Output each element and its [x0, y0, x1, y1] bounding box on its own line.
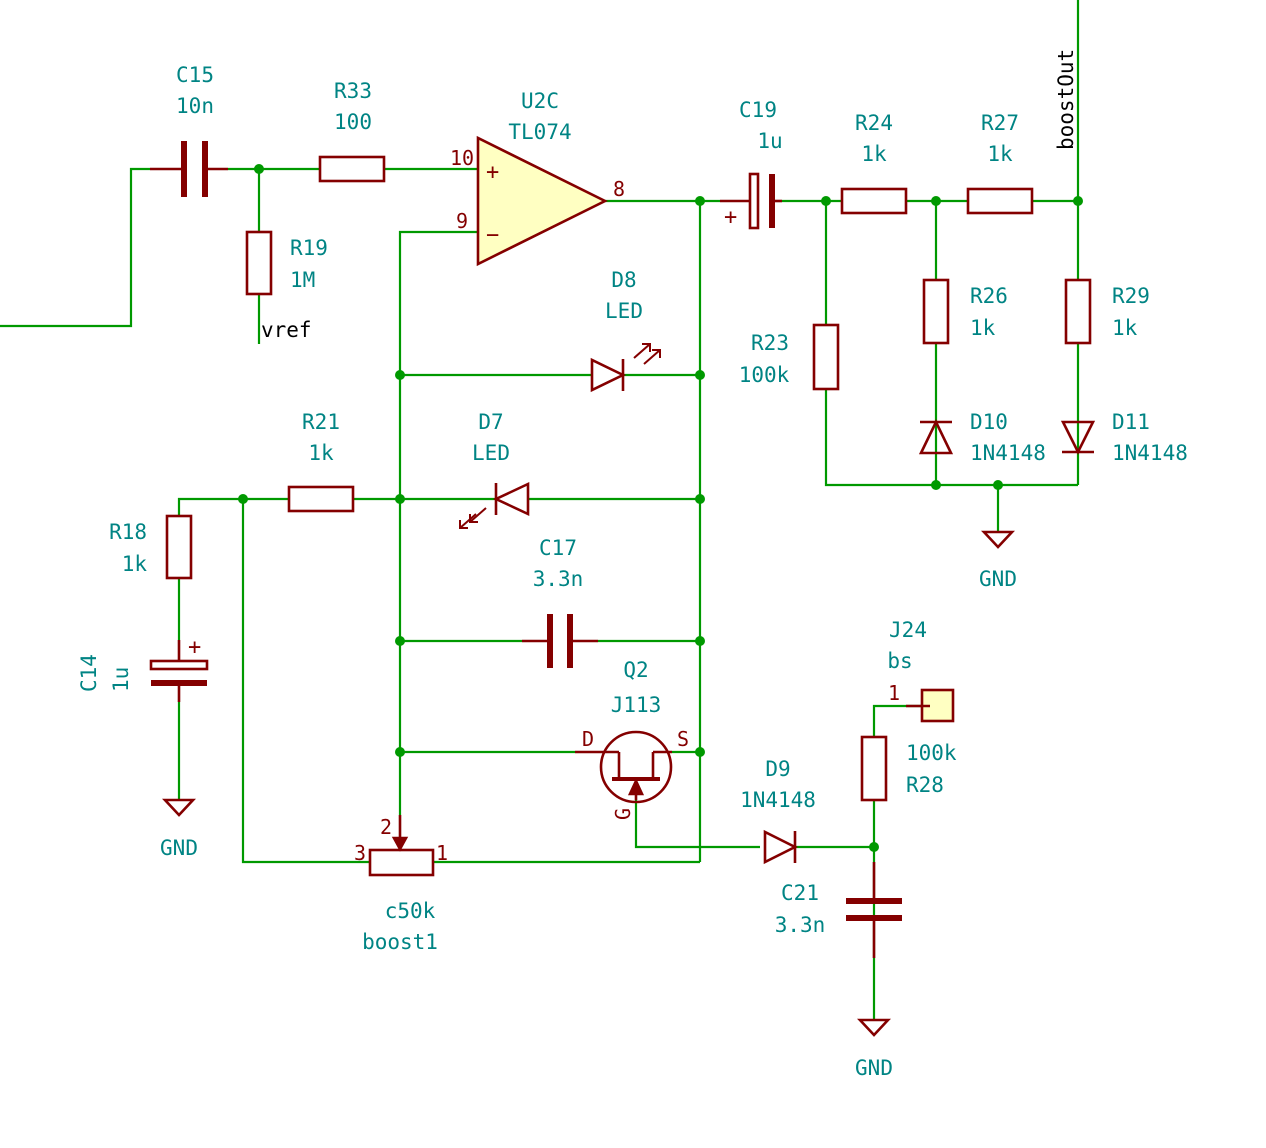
resistor-r18[interactable]: R18 1k	[109, 514, 193, 580]
diode-d10[interactable]: D10 1N4148	[918, 410, 1046, 465]
c14-ref: C14	[77, 654, 101, 692]
gnd-label-bottom: GND	[855, 1056, 893, 1080]
r33-value: 100	[334, 110, 372, 134]
net-label-boostout: boostOut	[1054, 49, 1078, 150]
boost1-value: c50k	[385, 899, 436, 923]
boost1-pin1: 1	[436, 841, 448, 865]
boost1-pin3: 3	[354, 841, 366, 865]
boost1-pin2: 2	[380, 815, 392, 839]
gnd-label-right: GND	[979, 567, 1017, 591]
resistor-r24[interactable]: R24 1k	[840, 111, 908, 215]
r21-ref: R21	[302, 410, 340, 434]
u2c-ref: U2C	[521, 89, 559, 113]
resistor-r21[interactable]: R21 1k	[287, 410, 355, 513]
r27-value: 1k	[987, 142, 1013, 166]
j24-pin-number: 1	[888, 681, 900, 705]
d10-ref: D10	[970, 410, 1008, 434]
c21-ref: C21	[781, 881, 819, 905]
r24-ref: R24	[855, 111, 893, 135]
d10-value: 1N4148	[970, 441, 1046, 465]
jfet-q2[interactable]: D S G Q2 J113	[575, 658, 689, 820]
resistor-r23[interactable]: R23 100k	[739, 323, 840, 391]
r29-ref: R29	[1112, 284, 1150, 308]
boost1-ref: boost1	[362, 930, 438, 954]
r21-value: 1k	[308, 441, 334, 465]
r23-value: 100k	[739, 363, 790, 387]
r28-ref: R28	[906, 773, 944, 797]
r26-value: 1k	[970, 316, 996, 340]
diode-d9[interactable]: D9 1N4148	[740, 757, 816, 865]
d8-ref: D8	[611, 268, 636, 292]
capacitor-c21[interactable]: C21 3.3n	[775, 862, 902, 958]
resistor-r27[interactable]: R27 1k	[966, 111, 1034, 215]
resistor-r19[interactable]: R19 1M	[245, 230, 328, 296]
capacitor-c14[interactable]: + C14 1u	[77, 635, 209, 702]
resistor-r28[interactable]: 100k R28	[860, 735, 957, 802]
led-d8[interactable]: D8 LED	[590, 268, 661, 393]
d8-value: LED	[605, 299, 643, 323]
net-label-vref: vref	[261, 318, 312, 342]
c14-plus-sign: +	[188, 635, 201, 660]
c17-value: 3.3n	[533, 567, 584, 591]
resistor-r29[interactable]: R29 1k	[1064, 278, 1150, 345]
c15-ref: C15	[176, 63, 214, 87]
gnd-symbol-right: GND	[979, 530, 1017, 591]
c21-value: 3.3n	[775, 913, 826, 937]
u2c-minus-sign: −	[486, 223, 499, 248]
c15-value: 10n	[176, 94, 214, 118]
c19-plus-sign: +	[724, 205, 737, 230]
d9-value: 1N4148	[740, 788, 816, 812]
opamp-u2c[interactable]: U2C TL074 10 9 8 + −	[450, 89, 625, 267]
c14-value: 1u	[109, 667, 133, 692]
u2c-pin-minus-number: 9	[456, 209, 468, 233]
q2-value: J113	[611, 693, 662, 717]
r24-value: 1k	[861, 142, 887, 166]
r28-value: 100k	[906, 741, 957, 765]
q2-ref: Q2	[623, 658, 648, 682]
u2c-pin-plus-number: 10	[450, 146, 474, 170]
r29-value: 1k	[1112, 316, 1138, 340]
r18-ref: R18	[109, 520, 147, 544]
r26-ref: R26	[970, 284, 1008, 308]
gnd-symbol-left: GND	[160, 798, 198, 860]
r33-ref: R33	[334, 79, 372, 103]
junctions	[238, 164, 1083, 852]
u2c-value: TL074	[508, 120, 571, 144]
r18-value: 1k	[122, 552, 148, 576]
q2-pin-d-label: D	[582, 727, 594, 751]
capacitor-c19[interactable]: + C19 1u	[720, 98, 783, 230]
c17-ref: C17	[539, 536, 577, 560]
q2-pin-s-label: S	[677, 727, 689, 751]
c19-value: 1u	[757, 129, 782, 153]
d11-ref: D11	[1112, 410, 1150, 434]
connector-j24[interactable]: 1 J24 bs	[887, 618, 955, 723]
u2c-plus-sign: +	[486, 160, 499, 185]
d9-ref: D9	[765, 757, 790, 781]
u2c-pin-out-number: 8	[613, 177, 625, 201]
d11-value: 1N4148	[1112, 441, 1188, 465]
resistor-r26[interactable]: R26 1k	[922, 278, 1008, 345]
j24-value: bs	[887, 649, 912, 673]
r27-ref: R27	[981, 111, 1019, 135]
gnd-symbol-bottom: GND	[855, 1018, 893, 1080]
d7-value: LED	[472, 441, 510, 465]
led-d7[interactable]: D7 LED	[459, 410, 530, 529]
potentiometer-boost1[interactable]: 3 1 2 c50k boost1	[354, 815, 448, 954]
gnd-label-left: GND	[160, 836, 198, 860]
r23-ref: R23	[751, 331, 789, 355]
q2-pin-g-label: G	[611, 808, 635, 820]
resistor-r33[interactable]: R33 100	[318, 79, 386, 183]
wires	[0, 0, 1080, 1020]
r19-ref: R19	[290, 236, 328, 260]
j24-ref: J24	[889, 618, 927, 642]
d7-ref: D7	[478, 410, 503, 434]
r19-value: 1M	[290, 268, 315, 292]
diode-d11[interactable]: D11 1N4148	[1060, 410, 1188, 465]
capacitor-c15[interactable]: C15 10n	[150, 63, 228, 197]
capacitor-c17[interactable]: C17 3.3n	[522, 536, 598, 668]
c19-ref: C19	[739, 98, 777, 122]
